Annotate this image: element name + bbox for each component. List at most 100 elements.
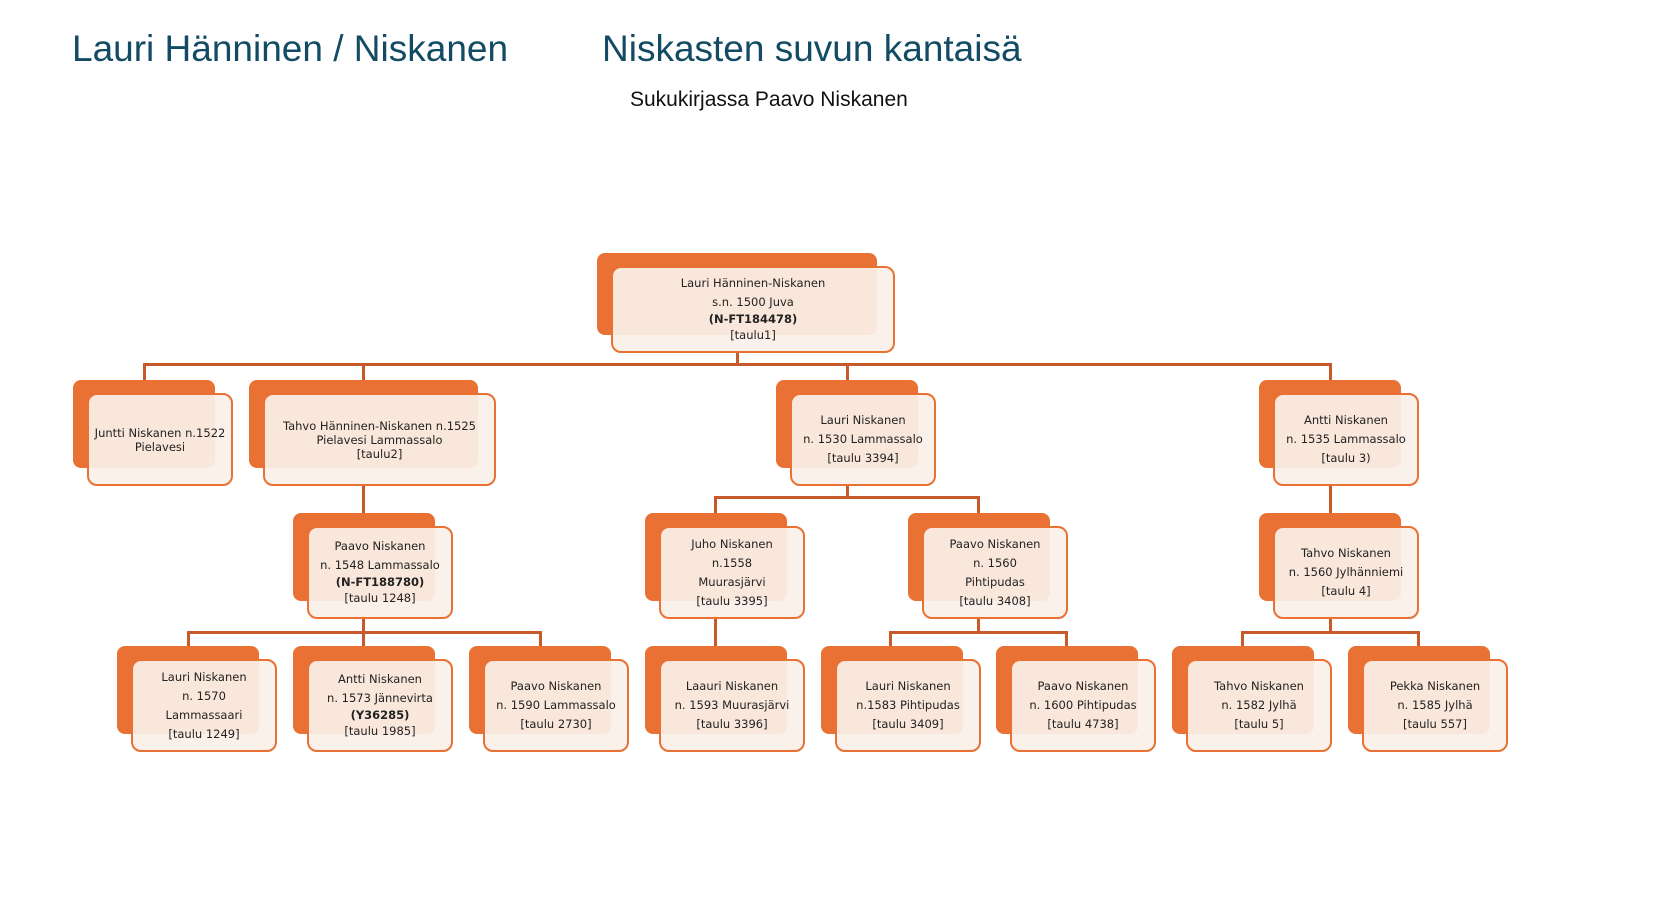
connector-line <box>1241 631 1420 634</box>
person-node-tahvo1560[interactable]: Tahvo Niskanen n. 1560 Jylhänniemi [taulu … <box>1273 526 1419 619</box>
person-node-paavo1590[interactable]: Paavo Niskanen n. 1590 Lammassalo [taulu 2… <box>483 659 629 752</box>
connector-line <box>1329 484 1332 514</box>
person-detail: Pielavesi <box>134 439 186 454</box>
person-detail: [taulu 4738] <box>1047 717 1119 731</box>
connector-line <box>187 631 190 647</box>
person-detail: [taulu 4] <box>1321 584 1371 598</box>
person-detail: [taulu1] <box>730 328 776 342</box>
connector-line <box>362 631 365 647</box>
person-node-lauri1583[interactable]: Lauri Niskanen n.1583 Pihtipudas [taulu 34… <box>835 659 981 752</box>
person-detail: [taulu 557] <box>1403 717 1467 731</box>
connector-line <box>889 631 1068 634</box>
connector-line <box>362 484 365 514</box>
person-name: Paavo Niskanen <box>510 679 602 693</box>
person-name: Tahvo Niskanen <box>1214 679 1304 693</box>
person-detail: n. 1582 Jylhä <box>1221 698 1297 712</box>
connector-line <box>846 484 849 498</box>
person-name: Laauri Niskanen <box>685 679 779 693</box>
connector-line <box>362 616 365 633</box>
person-detail: [taulu 1248] <box>344 591 416 605</box>
connector-line <box>714 496 980 499</box>
connector-line <box>1065 631 1068 647</box>
connector-line <box>143 363 146 381</box>
connector-line <box>143 363 1332 366</box>
person-name: Paavo Niskanen <box>949 536 1041 551</box>
person-detail: n. 1548 Lammassalo <box>320 558 440 572</box>
connector-line <box>1241 631 1244 647</box>
person-detail: n. 1593 Muurasjärvi <box>674 698 790 712</box>
person-detail: n. 1590 Lammassalo <box>496 698 616 712</box>
person-name: Antti Niskanen <box>1304 413 1388 427</box>
connector-line <box>889 631 892 647</box>
person-detail: [taulu 5] <box>1234 717 1284 731</box>
person-name: Tahvo Hänninen-Niskanen n.1525 <box>282 418 477 433</box>
person-detail: [taulu 3394] <box>827 451 899 465</box>
person-node-paavo1600[interactable]: Paavo Niskanen n. 1600 Pihtipudas [taulu 4… <box>1010 659 1156 752</box>
person-detail: n.1558 <box>711 555 753 570</box>
person-name: Paavo Niskanen <box>1037 679 1129 693</box>
person-detail: n. 1600 Pihtipudas <box>1029 698 1137 712</box>
person-name: Juho Niskanen <box>691 536 773 551</box>
person-name: Antti Niskanen <box>338 672 422 686</box>
person-name: Paavo Niskanen <box>334 539 426 553</box>
person-ref-id: (N-FT188780) <box>335 575 425 589</box>
person-detail: [taulu 3396] <box>696 717 768 731</box>
connector-line <box>846 363 849 381</box>
person-node-laauri1593[interactable]: Laauri Niskanen n. 1593 Muurasjärvi [taulu… <box>659 659 805 752</box>
person-name: Pekka Niskanen <box>1389 679 1481 693</box>
person-node-tahvo1582[interactable]: Tahvo Niskanen n. 1582 Jylhä [taulu 5] <box>1186 659 1332 752</box>
person-detail: s.n. 1500 Juva <box>712 295 794 309</box>
person-node-lauri1530[interactable]: Lauri Niskanen n. 1530 Lammassalo [taulu 3… <box>790 393 936 486</box>
person-node-paavo1548[interactable]: Paavo Niskanen n. 1548 Lammassalo (N-FT188… <box>307 526 453 619</box>
person-detail: [taulu 3395] <box>696 593 768 608</box>
person-detail: n. 1573 Jännevirta <box>327 691 433 705</box>
person-detail: n.1583 Pihtipudas <box>856 698 960 712</box>
person-node-antti1573[interactable]: Antti Niskanen n. 1573 Jännevirta (Y36285)… <box>307 659 453 752</box>
title-left: Lauri Hänninen / Niskanen <box>72 28 509 69</box>
person-detail: [taulu 2730] <box>520 717 592 731</box>
person-name: Juntti Niskanen n.1522 <box>94 425 226 440</box>
person-detail: [taulu 1985] <box>344 724 416 738</box>
subtitle: Sukukirjassa Paavo Niskanen <box>630 88 908 111</box>
person-node-root[interactable]: Lauri Hänninen-Niskanen s.n. 1500 Juva (N-… <box>611 266 895 353</box>
person-detail: Lammassaari <box>165 707 243 722</box>
person-ref-id: (N-FT184478) <box>708 312 798 326</box>
connector-line <box>1329 616 1332 633</box>
connector-line <box>977 616 980 633</box>
person-detail: [taulu 3409] <box>872 717 944 731</box>
person-detail: n. 1530 Lammassalo <box>803 432 923 446</box>
connector-line <box>362 363 365 381</box>
connector-line <box>1329 363 1332 381</box>
person-detail: Muurasjärvi <box>698 574 766 589</box>
person-detail: n. 1560 <box>973 555 1017 570</box>
person-node-antti1535[interactable]: Antti Niskanen n. 1535 Lammassalo [taulu 3… <box>1273 393 1419 486</box>
person-detail: [taulu 3408] <box>959 593 1031 608</box>
person-detail: Pielavesi Lammassalo <box>316 432 443 447</box>
person-detail: Pihtipudas <box>965 574 1025 589</box>
person-detail: [taulu 1249] <box>168 726 240 741</box>
connector-line <box>539 631 542 647</box>
person-name: Lauri Niskanen <box>865 679 951 693</box>
person-detail: n. 1570 <box>182 688 226 703</box>
person-node-pekka1585[interactable]: Pekka Niskanen n. 1585 Jylhä [taulu 557] <box>1362 659 1508 752</box>
connector-line <box>736 350 739 366</box>
connector-line <box>1417 631 1420 647</box>
person-name: Lauri Niskanen <box>161 669 247 684</box>
person-detail: n. 1560 Jylhänniemi <box>1288 565 1404 579</box>
connector-line <box>977 496 980 514</box>
connector-line <box>714 616 717 647</box>
connector-line <box>714 496 717 514</box>
person-detail: n. 1585 Jylhä <box>1397 698 1473 712</box>
person-ref-id: (Y36285) <box>350 708 410 722</box>
title-right: Niskasten suvun kantaisä <box>602 28 1022 69</box>
person-name: Tahvo Niskanen <box>1301 546 1391 560</box>
person-name: Lauri Niskanen <box>820 413 906 427</box>
person-name: Lauri Hänninen-Niskanen <box>680 276 826 290</box>
person-detail: n. 1535 Lammassalo <box>1286 432 1406 446</box>
person-detail: [taulu 3) <box>1321 451 1371 465</box>
